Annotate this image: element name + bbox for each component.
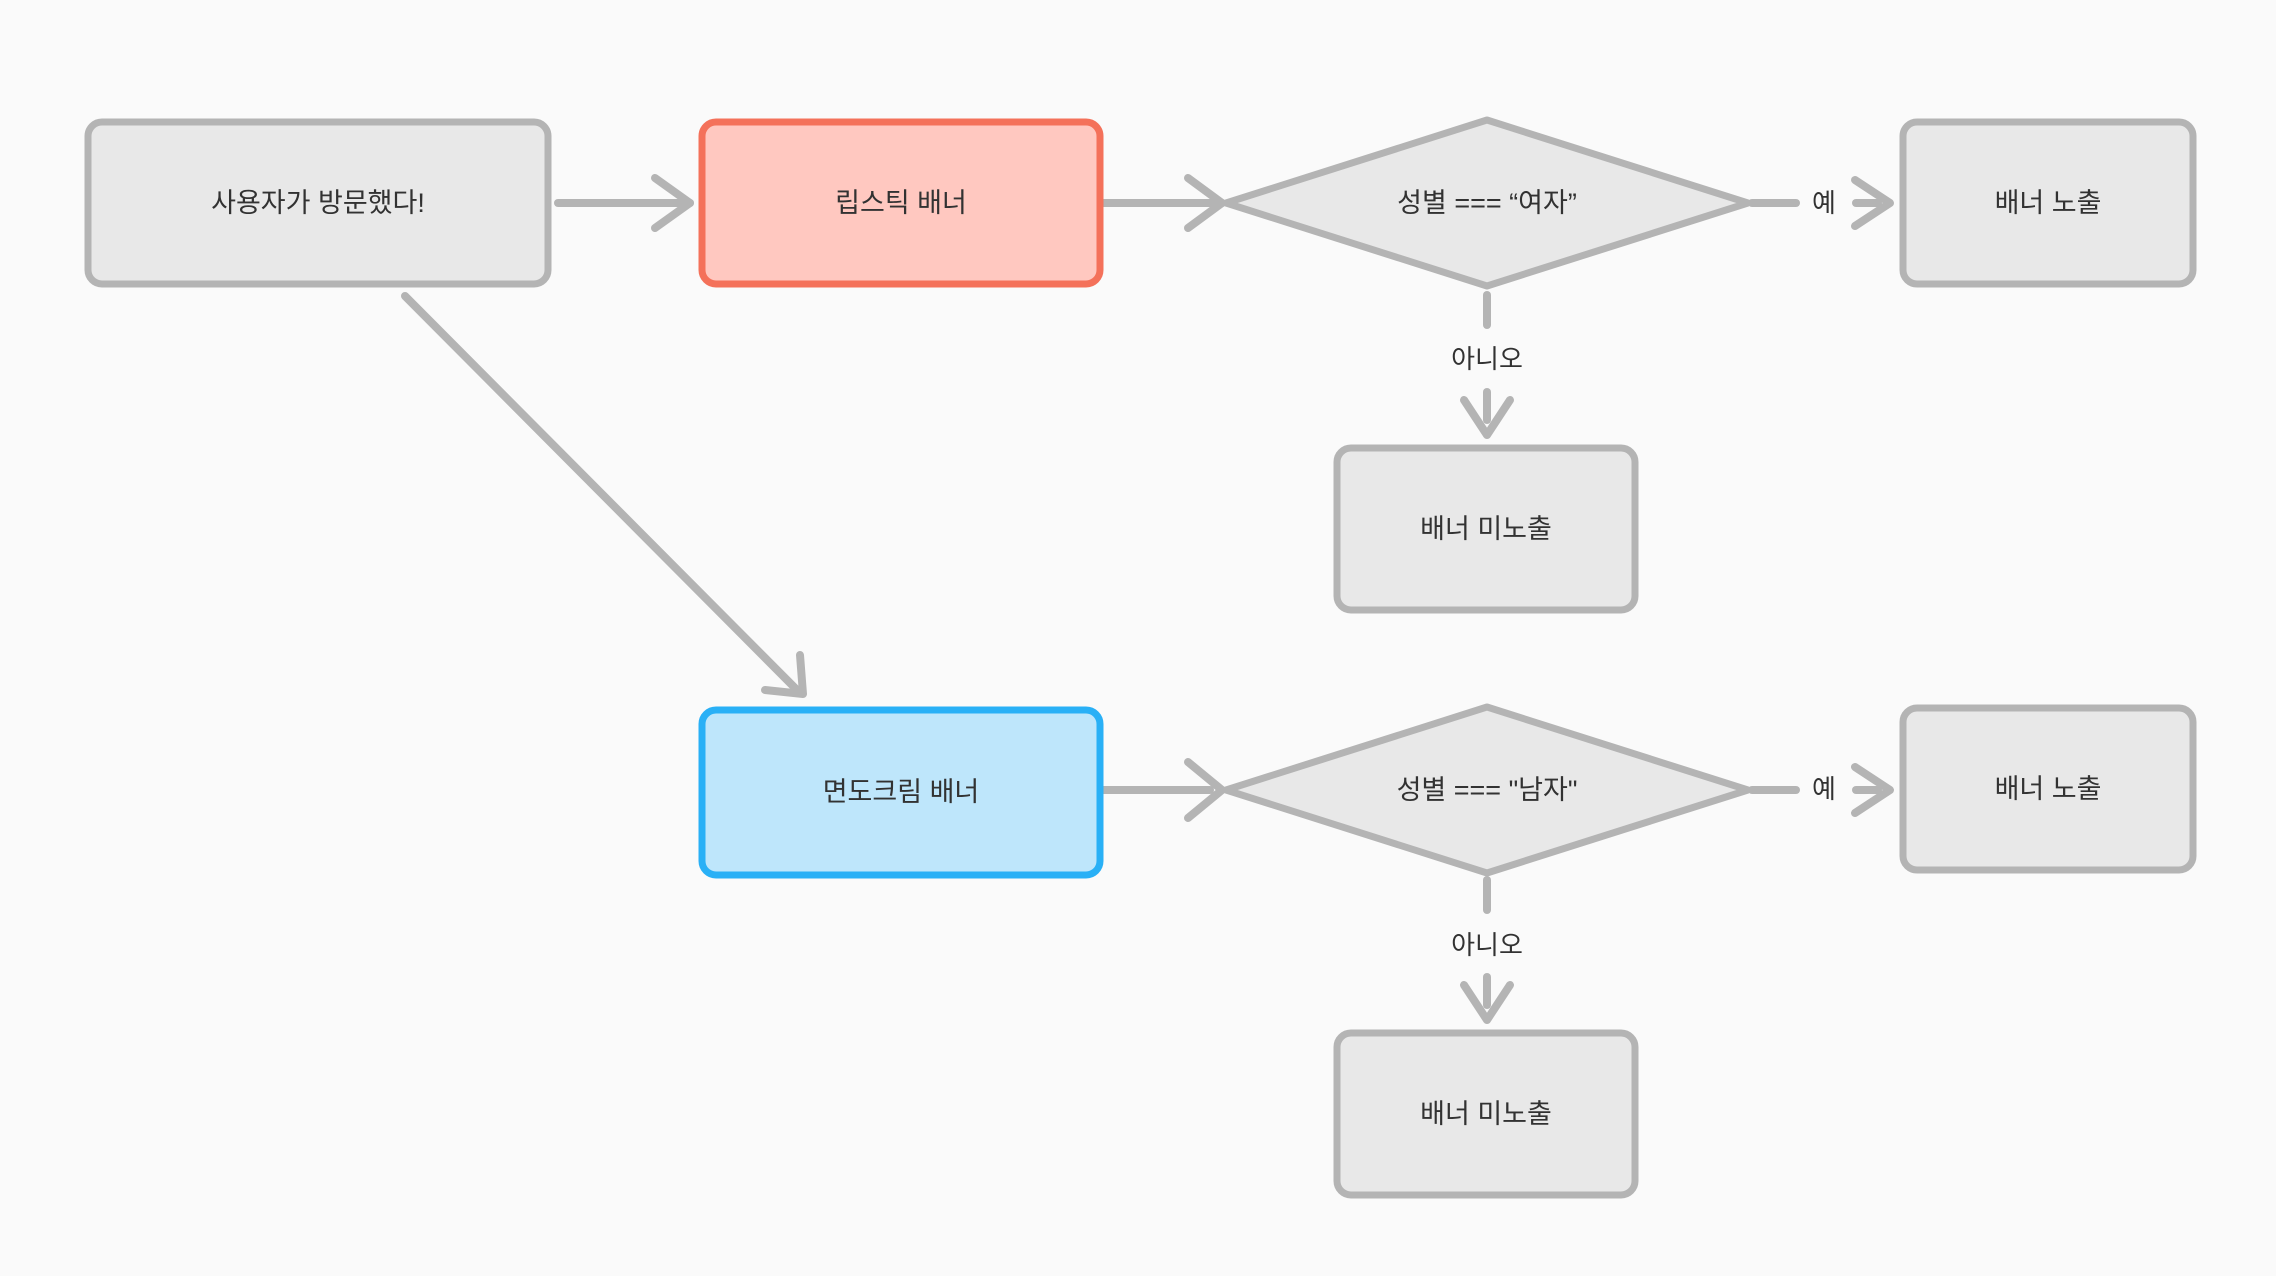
node-start-shape (84, 118, 552, 288)
node-show-banner-top-shape (1899, 118, 2197, 288)
edge-label-yes-top: 예 (1812, 188, 1836, 218)
node-shaving-cream-banner-shape (698, 706, 1104, 879)
node-hide-banner-bottom[interactable]: 배너 미노출 (1333, 1029, 1639, 1199)
node-hide-banner-bottom-label: 배너 미노출 (1420, 1099, 1552, 1129)
node-start-label: 사용자가 방문했다! (211, 188, 425, 218)
node-decision-male-label: 성별 === "남자" (1397, 775, 1578, 805)
node-hide-banner-bottom-shape (1333, 1029, 1639, 1199)
edge-decision-male-no (1460, 876, 1514, 1024)
edge-decision-female-no (1460, 291, 1514, 439)
node-lipstick-banner-shape (698, 118, 1104, 288)
edge-decision-male-yes (1748, 763, 1894, 817)
node-decision-female-shape (1222, 116, 1752, 290)
edge-decision-female-yes (1748, 176, 1894, 230)
node-show-banner-bottom-shape (1899, 704, 2197, 874)
node-decision-female[interactable]: 성별 === “여자” (1222, 116, 1752, 290)
node-show-banner-bottom[interactable]: 배너 노출 (1899, 704, 2197, 874)
node-shaving-cream-banner-label: 면도크림 배너 (823, 777, 980, 807)
node-decision-male[interactable]: 성별 === "남자" (1222, 703, 1752, 877)
node-shaving-cream-banner[interactable]: 면도크림 배너 (698, 706, 1104, 879)
edge-start-to-lipstick (554, 174, 694, 232)
node-start[interactable]: 사용자가 방문했다! (84, 118, 552, 288)
node-decision-female-label: 성별 === “여자” (1397, 188, 1577, 218)
node-hide-banner-top-label: 배너 미노출 (1420, 514, 1552, 544)
edge-shaving-to-decision-male (1098, 758, 1226, 822)
node-show-banner-top-label: 배너 노출 (1995, 188, 2102, 218)
edge-lipstick-to-decision-female (1098, 174, 1226, 232)
node-lipstick-banner[interactable]: 립스틱 배너 (698, 118, 1104, 288)
node-lipstick-banner-label: 립스틱 배너 (835, 188, 967, 218)
edge-start-to-shaving (401, 292, 807, 698)
node-show-banner-top[interactable]: 배너 노출 (1899, 118, 2197, 288)
node-hide-banner-top[interactable]: 배너 미노출 (1333, 444, 1639, 614)
node-show-banner-bottom-label: 배너 노출 (1995, 774, 2102, 804)
edge-label-yes-bottom: 예 (1812, 774, 1836, 804)
edge-label-no-top: 아니오 (1451, 344, 1523, 374)
node-decision-male-shape (1222, 703, 1752, 877)
edge-label-no-bottom: 아니오 (1451, 930, 1523, 960)
node-hide-banner-top-shape (1333, 444, 1639, 614)
